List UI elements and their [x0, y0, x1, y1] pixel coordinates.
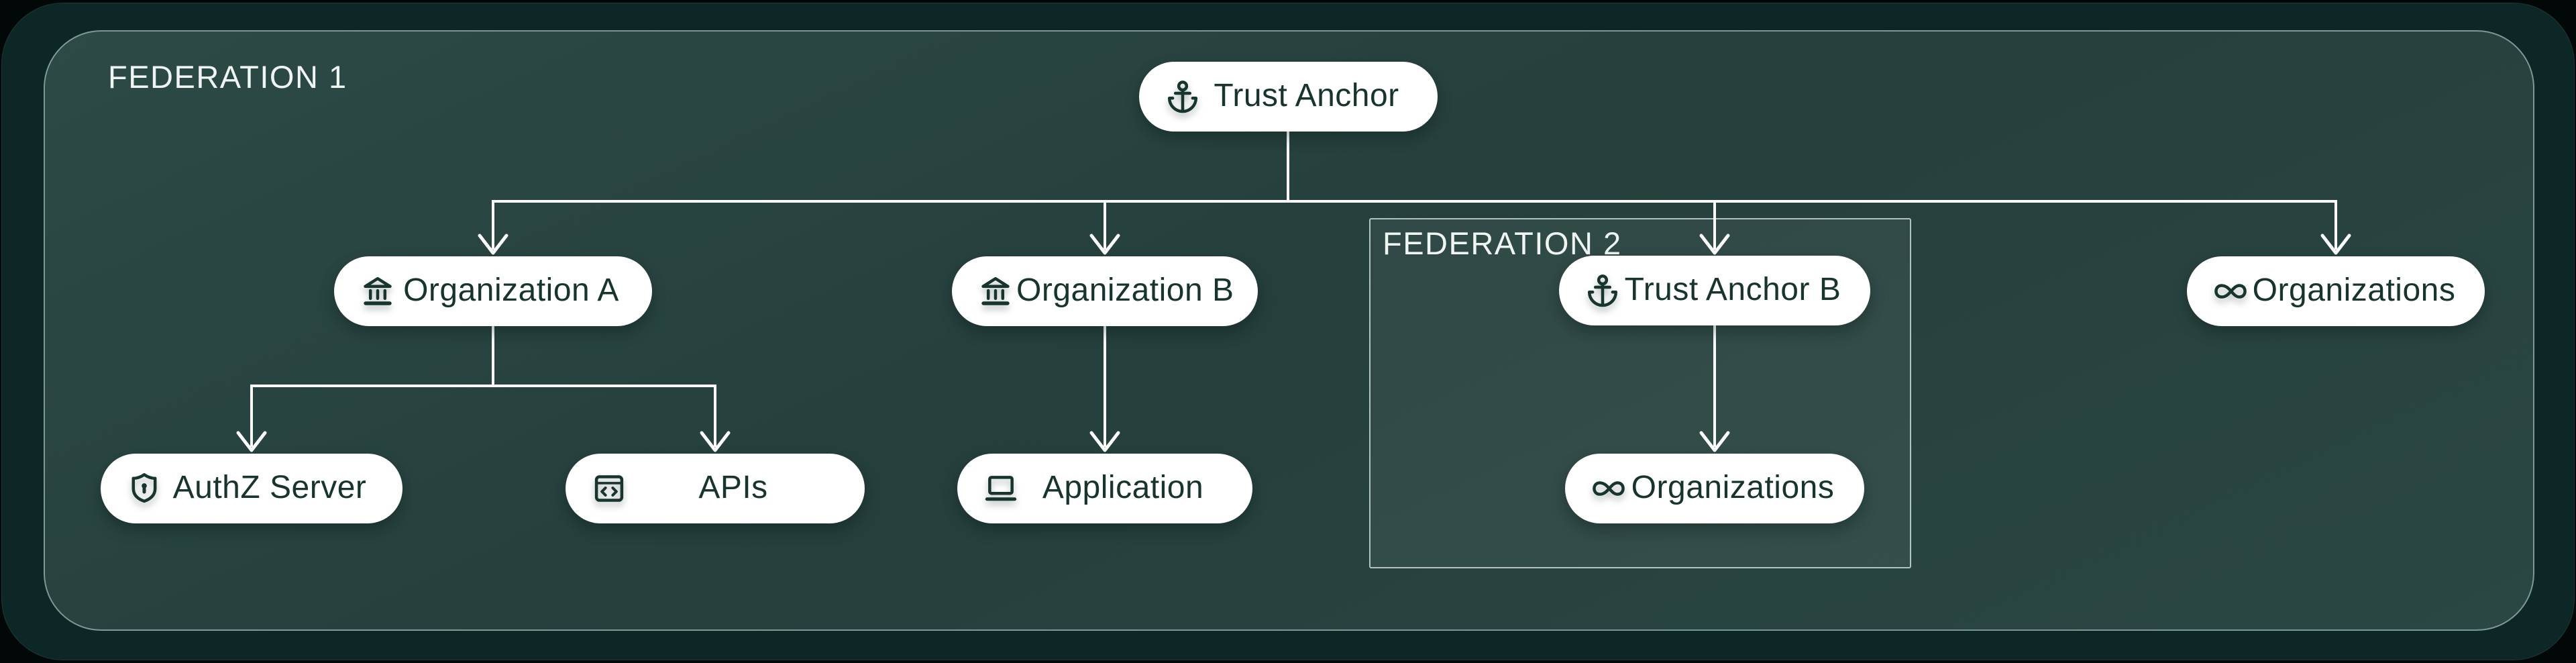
node-label: Trust Anchor — [1214, 77, 1399, 113]
bank-icon — [977, 273, 1014, 309]
code-box-icon — [591, 470, 627, 507]
node-label: Trust Anchor B — [1624, 271, 1841, 307]
anchor-icon — [1165, 79, 1201, 115]
anchor-icon — [1585, 272, 1621, 309]
node-label: AuthZ Server — [172, 469, 367, 505]
node-authz-server: AuthZ Server — [101, 454, 402, 523]
laptop-icon — [983, 470, 1019, 507]
node-apis: APIs — [566, 454, 865, 523]
infinity-icon — [2212, 273, 2249, 309]
federation-2-label: FEDERATION 2 — [1383, 225, 1622, 261]
node-label: Application — [1042, 469, 1204, 505]
node-organization-b: Organization B — [952, 256, 1258, 326]
infinity-icon — [1591, 470, 1627, 507]
node-label: Organizations — [1631, 469, 1835, 505]
arrowheads-child-row — [478, 234, 2351, 255]
node-label: Organization B — [1016, 272, 1234, 308]
node-application: Application — [957, 454, 1252, 523]
node-trust-anchor: Trust Anchor — [1139, 62, 1438, 132]
node-label: Organization A — [403, 272, 619, 308]
bank-icon — [360, 273, 396, 309]
node-label: APIs — [698, 469, 768, 505]
node-organizations: Organizations — [2187, 256, 2485, 326]
node-trust-anchor-b: Trust Anchor B — [1559, 256, 1870, 325]
arrowheads-leaf-row — [236, 431, 1730, 452]
node-label: Organizations — [2252, 272, 2456, 308]
shield-keyhole-icon — [126, 470, 162, 507]
node-organization-a: Organization A — [334, 256, 652, 326]
node-organizations-federation-2: Organizations — [1565, 454, 1864, 523]
federation-1-label: FEDERATION 1 — [108, 59, 347, 95]
